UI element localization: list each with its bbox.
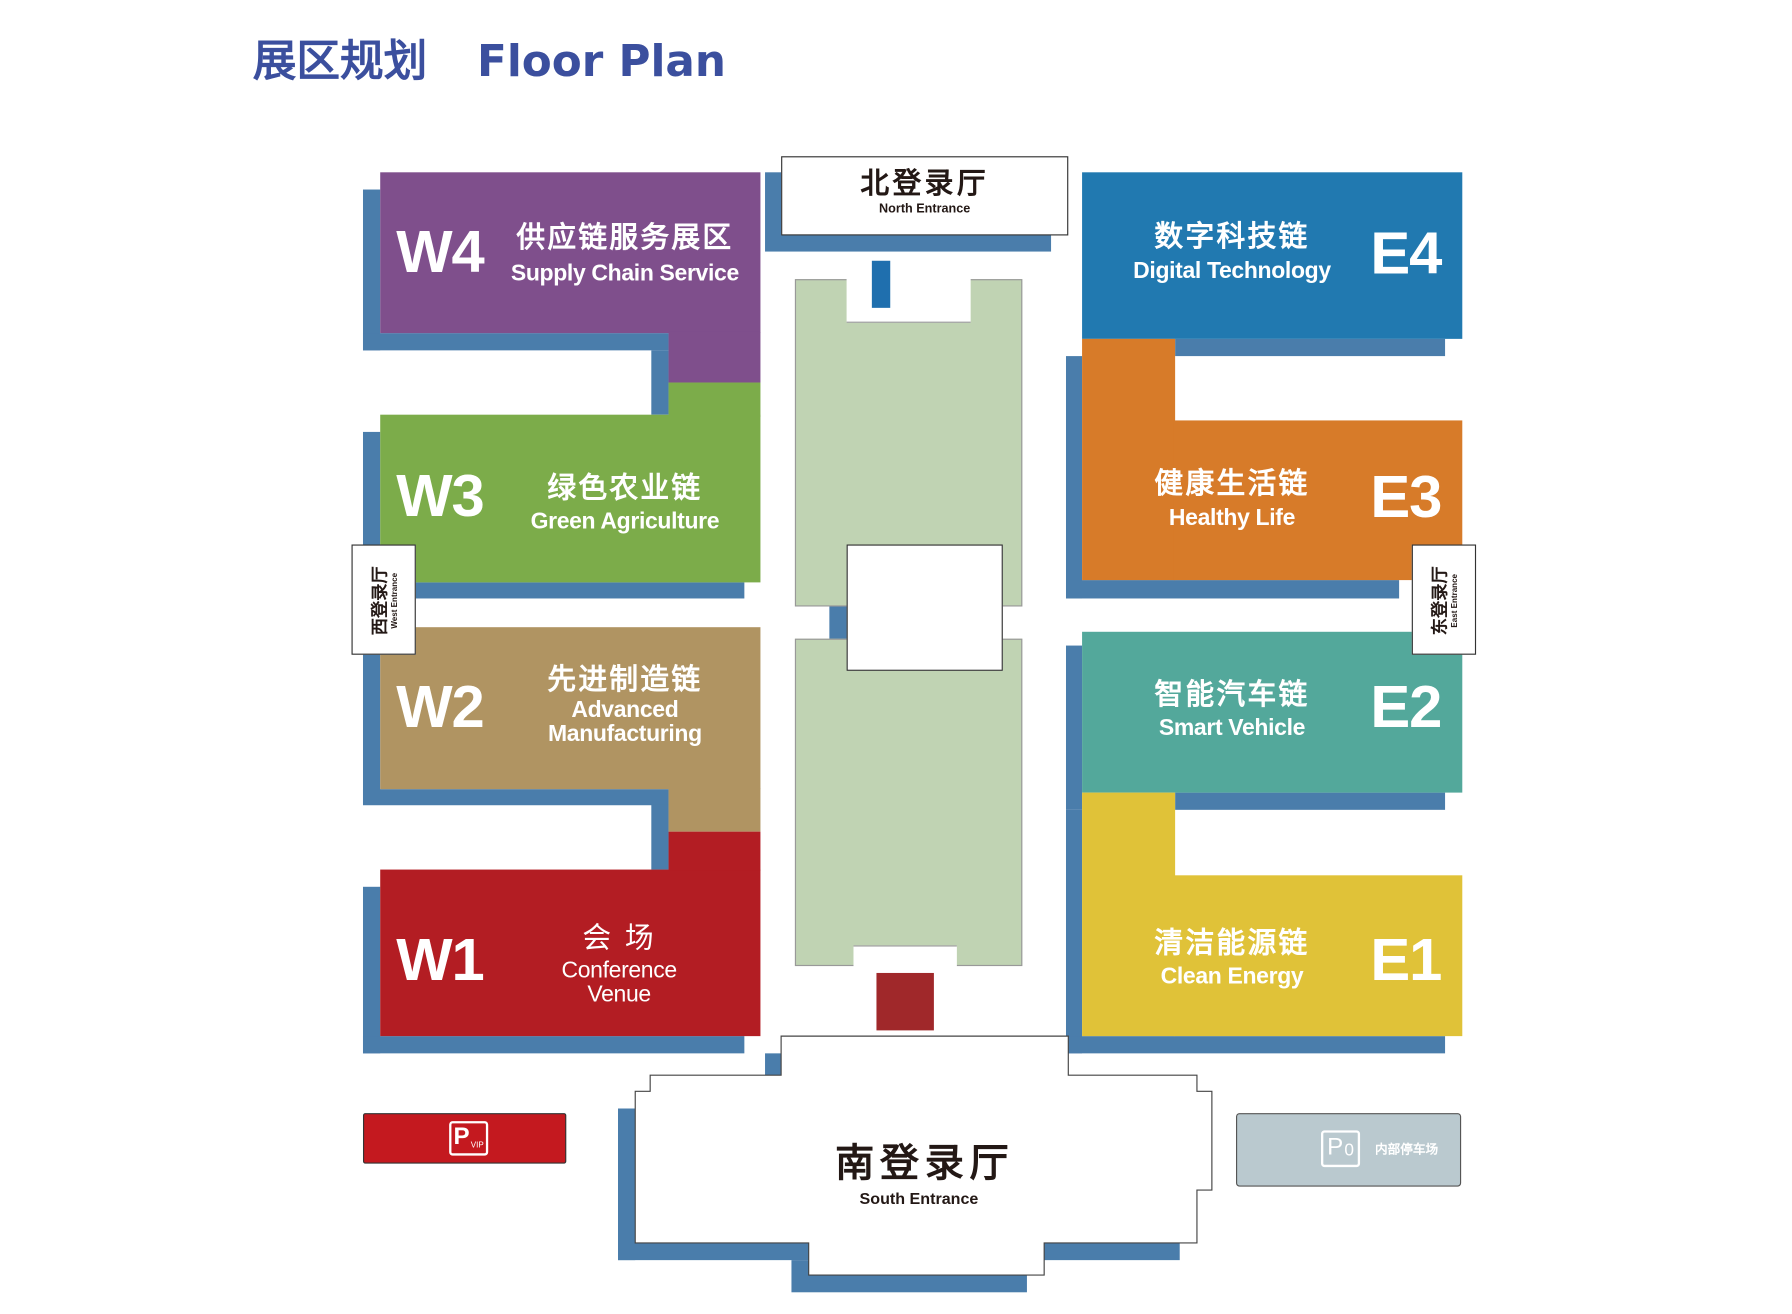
zone-name-zh: 清洁能源链	[1154, 925, 1310, 960]
north-entrance-zh: 北登录厅	[860, 166, 990, 200]
zone-name-zh: 供应链服务展区	[516, 220, 734, 254]
zone-code: W3	[396, 462, 484, 530]
corridor-south	[794, 638, 1023, 967]
parking-icon: P VIP	[449, 1121, 489, 1156]
zone-code: E4	[1370, 220, 1442, 288]
zone-name-zh: 健康生活链	[1154, 466, 1310, 500]
internal-parking-label: 内部停车场	[1374, 1141, 1439, 1157]
zone-name-en-2: Venue	[587, 982, 651, 1008]
zone-code: W1	[396, 927, 484, 994]
page-title: 展区规划 Floor Plan	[253, 25, 726, 88]
parking-icon: P 0	[1321, 1130, 1361, 1168]
zone-name-zh: 会 场	[582, 921, 656, 955]
red-marker	[876, 972, 934, 1031]
east-entrance[interactable]: 东登录厅 East Entrance	[1411, 544, 1477, 655]
zone-code: E3	[1370, 464, 1442, 531]
zone-name-zh: 先进制造链	[547, 662, 703, 697]
title-zh: 展区规划	[252, 35, 428, 87]
zone-name-en-1: Advanced	[571, 697, 679, 723]
zone-name-zh: 数字科技链	[1154, 219, 1310, 253]
zone-code: W4	[396, 219, 484, 287]
blue-marker	[871, 260, 891, 308]
zone-code: W2	[396, 674, 484, 741]
zone-name-zh: 绿色农业链	[547, 470, 703, 505]
north-entrance-en: North Entrance	[879, 202, 971, 216]
west-entrance[interactable]: 西登录厅 West Entrance	[351, 544, 416, 655]
vip-parking[interactable]: P VIP	[362, 1113, 567, 1164]
zone-name-en: Clean Energy	[1160, 963, 1304, 990]
zone-name-en: Green Agriculture	[530, 508, 720, 535]
south-entrance-zh: 南登录厅	[835, 1140, 1015, 1187]
zone-name-en: Smart Vehicle	[1158, 715, 1306, 741]
zone-name-en-2: Manufacturing	[548, 721, 702, 747]
north-entrance[interactable]: 北登录厅 North Entrance	[781, 156, 1069, 236]
zone-code: E2	[1370, 674, 1442, 741]
zone-name-zh: 智能汽车链	[1154, 677, 1310, 712]
zone-name-en: Healthy Life	[1168, 505, 1296, 531]
south-entrance-en: South Entrance	[859, 1188, 979, 1208]
zone-name-en: Digital Technology	[1133, 258, 1331, 284]
internal-parking[interactable]: P 0 内部停车场	[1236, 1113, 1462, 1187]
zone-name-en-1: Conference	[561, 958, 677, 984]
zone-code: E1	[1370, 927, 1442, 994]
title-en: Floor Plan	[476, 35, 726, 87]
central-hall	[846, 544, 1003, 671]
zone-name-en: Supply Chain Service	[510, 260, 739, 287]
